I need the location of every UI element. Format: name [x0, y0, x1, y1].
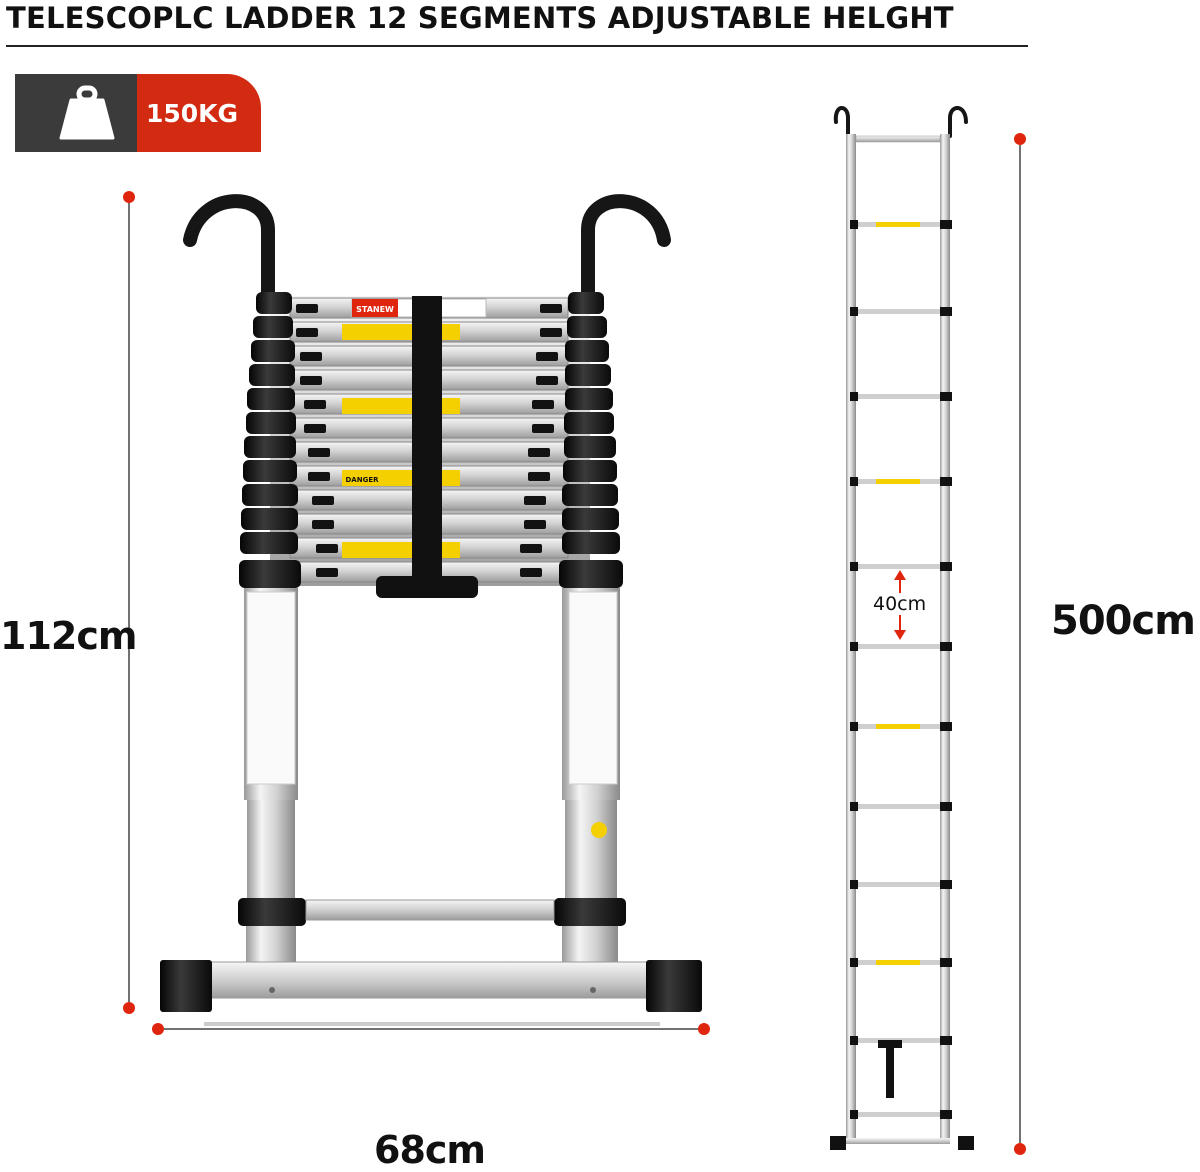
step-spacing-label: 40cm: [871, 593, 929, 615]
width-dimension-line: [152, 1023, 710, 1035]
load-capacity-badge: 150KG: [15, 74, 261, 152]
load-capacity-value: 150KG: [137, 74, 261, 152]
extended-rungs: [850, 220, 952, 1119]
page-title: TELESCOPLC LADDER 12 SEGMENTS ADJUSTABLE…: [6, 1, 954, 35]
warning-label: DANGER: [345, 476, 379, 484]
weight-icon: [59, 85, 115, 140]
title-divider: [6, 45, 1028, 47]
height-dimension-line: [123, 191, 135, 1014]
collapsed-ladder: STANEW DANGER: [160, 194, 702, 1026]
brand-label: STANEW: [356, 305, 394, 314]
extended-height-dimension-line: [1014, 133, 1026, 1155]
weight-icon-box: [15, 74, 137, 152]
collapsed-height-label: 112cm: [0, 614, 137, 658]
base-width-label: 68cm: [374, 1128, 486, 1172]
extended-height-label: 500cm: [1051, 598, 1196, 644]
extended-ladder: [830, 106, 974, 1150]
